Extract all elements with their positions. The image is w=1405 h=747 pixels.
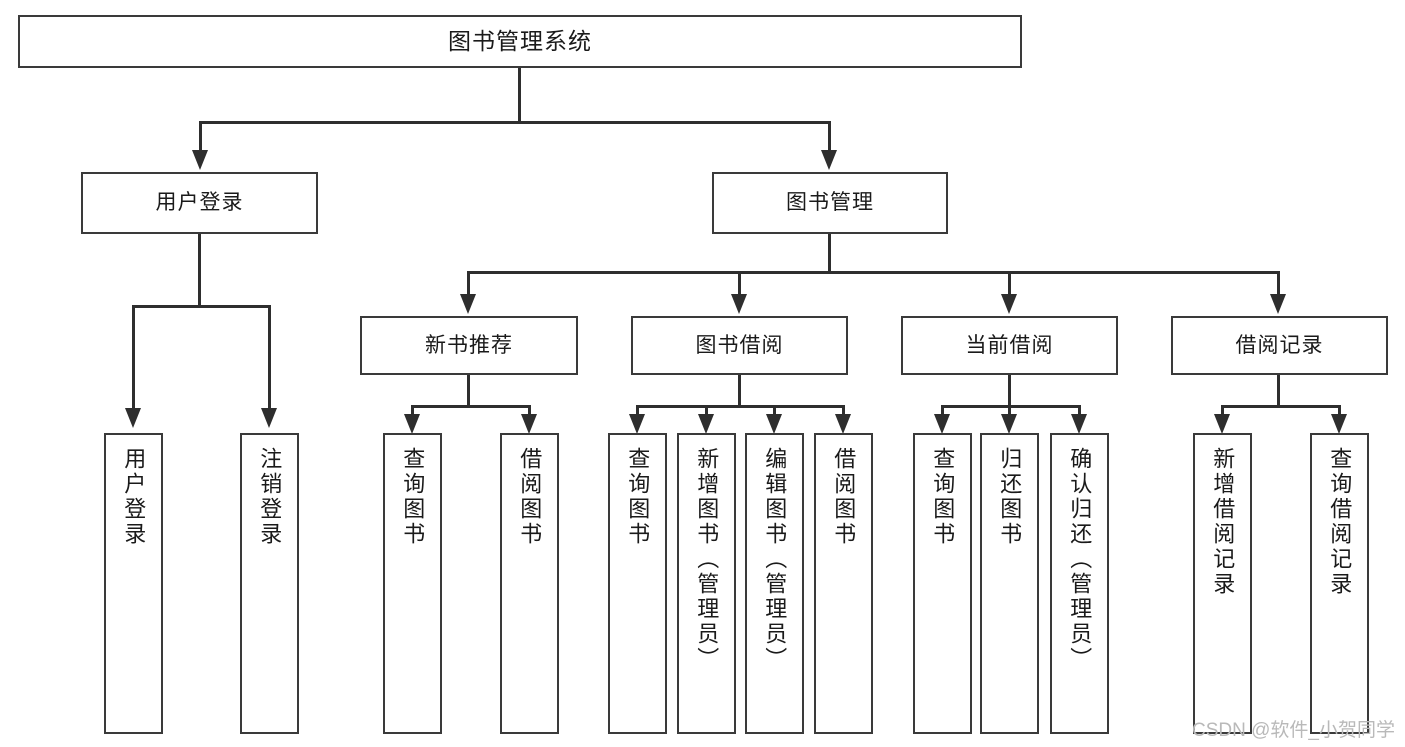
leaf-confirm-return-admin[interactable]: 确认归还（管理员）: [1050, 433, 1109, 734]
connector-borrow-record-leaf-1: [1221, 405, 1224, 416]
leaf-label: 用户登录: [121, 447, 147, 547]
leaf-borrow-book[interactable]: 借阅图书: [814, 433, 873, 734]
arrowhead-current-borrow-leaf-3: [1071, 414, 1087, 434]
connector-current-borrow-leaf-2: [1008, 405, 1011, 416]
node-label: 图书借阅: [695, 333, 784, 357]
arrowhead-borrow-record-leaf-1: [1214, 414, 1230, 434]
connector-current-borrow-leaf-1: [941, 405, 944, 416]
node-borrow-record[interactable]: 借阅记录: [1171, 316, 1388, 375]
connector-user-login-bar: [132, 305, 271, 308]
connector-level3-bar: [467, 271, 1279, 274]
leaf-user-login[interactable]: 用户登录: [104, 433, 163, 734]
connector-current-borrow-leaf-3: [1078, 405, 1081, 416]
connector-to-book-borrow: [738, 271, 741, 296]
leaf-add-book-admin[interactable]: 新增图书（管理员）: [677, 433, 736, 734]
connector-book-borrow-leaf-3: [773, 405, 776, 416]
connector-borrow-record-stem: [1277, 375, 1280, 407]
connector-book-borrow-leaf-2: [705, 405, 708, 416]
arrowhead-current-borrow: [1001, 294, 1017, 314]
arrowhead-borrow-record-leaf-2: [1331, 414, 1347, 434]
node-root-system[interactable]: 图书管理系统: [18, 15, 1022, 68]
connector-borrow-record-leaf-2: [1338, 405, 1341, 416]
arrowhead-new-book-leaf-1: [404, 414, 420, 434]
leaf-label: 借阅图书: [517, 447, 543, 547]
arrowhead-book-borrow-leaf-1: [629, 414, 645, 434]
connector-book-borrow-leaf-4: [842, 405, 845, 416]
node-label: 用户登录: [155, 191, 244, 215]
connector-book-borrow-stem: [738, 375, 741, 407]
leaf-query-book-borrow[interactable]: 查询图书: [608, 433, 667, 734]
node-label: 图书管理: [786, 191, 874, 215]
node-book-management[interactable]: 图书管理: [712, 172, 948, 234]
arrowhead-borrow-record: [1270, 294, 1286, 314]
leaf-label: 查询图书: [400, 447, 426, 547]
arrowhead-book-borrow: [731, 294, 747, 314]
connector-new-book-bar: [411, 405, 531, 408]
connector-level2-bar: [199, 121, 831, 124]
arrowhead-user-login-leaf-2: [261, 408, 277, 428]
connector-root-stem: [518, 68, 521, 121]
leaf-label: 查询图书: [625, 447, 651, 547]
leaf-label: 查询图书: [930, 447, 956, 547]
node-label: 当前借阅: [965, 333, 1054, 357]
arrowhead-book-manage: [821, 150, 837, 170]
leaf-label: 注销登录: [257, 447, 283, 547]
connector-to-borrow-record: [1277, 271, 1280, 296]
leaf-return-book[interactable]: 归还图书: [980, 433, 1039, 734]
connector-to-current-borrow: [1008, 271, 1011, 296]
connector-new-book-leaf-2: [528, 405, 531, 416]
leaf-label: 新增图书（管理员）: [694, 447, 720, 672]
csdn-watermark: CSDN @软件_小贺同学: [1192, 720, 1395, 741]
connector-book-manage-stem: [828, 234, 831, 272]
leaf-query-book-current[interactable]: 查询图书: [913, 433, 972, 734]
connector-to-user-login: [199, 121, 202, 152]
arrowhead-book-borrow-leaf-3: [766, 414, 782, 434]
leaf-add-borrow-record[interactable]: 新增借阅记录: [1193, 433, 1252, 734]
connector-to-new-book: [467, 271, 470, 296]
arrowhead-book-borrow-leaf-4: [835, 414, 851, 434]
leaf-label: 查询借阅记录: [1327, 447, 1353, 597]
leaf-borrow-book-newbook[interactable]: 借阅图书: [500, 433, 559, 734]
connector-user-login-leaf-2: [268, 305, 271, 410]
connector-user-login-stem: [198, 234, 201, 307]
leaf-label: 确认归还（管理员）: [1067, 447, 1093, 672]
node-label: 借阅记录: [1235, 333, 1324, 357]
connector-user-login-leaf-1: [132, 305, 135, 410]
connector-current-borrow-bar: [941, 405, 1081, 408]
connector-new-book-stem: [467, 375, 470, 407]
node-book-borrow[interactable]: 图书借阅: [631, 316, 848, 375]
leaf-logout[interactable]: 注销登录: [240, 433, 299, 734]
leaf-query-book-newbook[interactable]: 查询图书: [383, 433, 442, 734]
arrowhead-user-login-leaf-1: [125, 408, 141, 428]
leaf-edit-book-admin[interactable]: 编辑图书（管理员）: [745, 433, 804, 734]
node-current-borrow[interactable]: 当前借阅: [901, 316, 1118, 375]
leaf-query-borrow-record[interactable]: 查询借阅记录: [1310, 433, 1369, 734]
leaf-label: 归还图书: [997, 447, 1023, 547]
node-label: 新书推荐: [425, 333, 513, 357]
leaf-label: 借阅图书: [831, 447, 857, 547]
arrowhead-new-book: [460, 294, 476, 314]
arrowhead-current-borrow-leaf-2: [1001, 414, 1017, 434]
connector-book-borrow-bar: [636, 405, 845, 408]
connector-to-book-manage: [828, 121, 831, 152]
connector-borrow-record-bar: [1221, 405, 1341, 408]
connector-new-book-leaf-1: [411, 405, 414, 416]
arrowhead-user-login: [192, 150, 208, 170]
arrowhead-new-book-leaf-2: [521, 414, 537, 434]
connector-current-borrow-stem: [1008, 375, 1011, 407]
connector-book-borrow-leaf-1: [636, 405, 639, 416]
arrowhead-book-borrow-leaf-2: [698, 414, 714, 434]
node-new-book-recommend[interactable]: 新书推荐: [360, 316, 578, 375]
node-label: 图书管理系统: [448, 27, 592, 54]
leaf-label: 编辑图书（管理员）: [762, 447, 788, 672]
arrowhead-current-borrow-leaf-1: [934, 414, 950, 434]
leaf-label: 新增借阅记录: [1210, 447, 1236, 597]
node-user-login[interactable]: 用户登录: [81, 172, 318, 234]
